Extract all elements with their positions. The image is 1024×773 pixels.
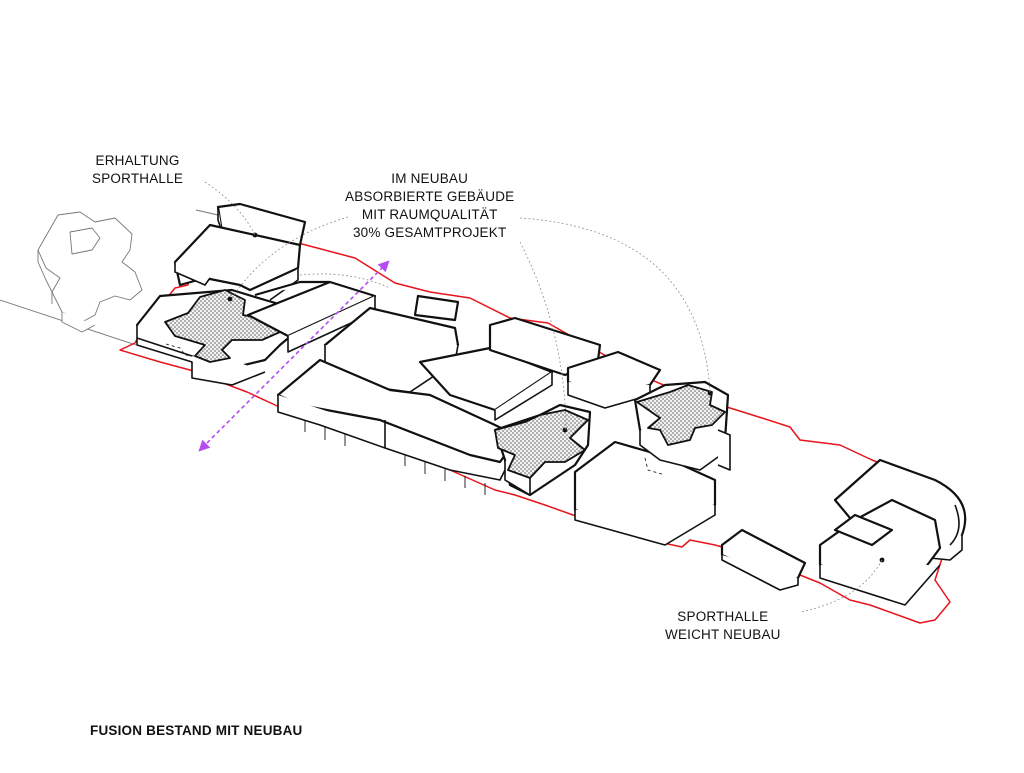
building-sporthalle-right [818,458,967,606]
ghost-building-left [37,211,143,333]
leader-bar-ghost [299,273,391,289]
columns-main [304,420,486,495]
dotted-cross-center [494,409,589,479]
building-right-cluster [566,350,717,546]
label-sporthalle-weicht: SPORTHALLE WEICHT NEUBAU [665,608,781,644]
building-small-slab [720,528,807,591]
label-erhaltung-line-1: ERHALTUNG [95,153,180,168]
label-neubau-line-1: IM NEUBAU [391,171,469,186]
label-sporthalle-line-2: WEICHT NEUBAU [665,627,781,642]
diagram-caption: FUSION BESTAND MIT NEUBAU [90,723,303,738]
label-neubau-line-2: ABSORBIERTE GEBÄUDE [345,189,515,204]
label-neubau-line-3: MIT RAUMQUALITÄT [361,207,498,222]
building-central [418,316,602,421]
dotted-cross-right [636,384,726,446]
building-middle [323,294,460,393]
leader-erhaltung [204,181,256,236]
leader-sporthalle [799,559,883,613]
label-sporthalle-line-1: SPORTHALLE [677,609,769,624]
leader-neubau-left [231,216,349,299]
marker-dot-erhaltung [252,232,258,238]
label-erhaltung-sporthalle: ERHALTUNG SPORTHALLE [92,152,183,188]
building-right-cross [633,380,731,471]
label-neubau-line-4: 30% GESAMTPROJEKT [352,225,507,240]
leader-neubau-middle [519,241,567,431]
label-im-neubau: IM NEUBAU ABSORBIERTE GEBÄUDE MIT RAUMQU… [345,170,514,242]
axis-arrow [198,260,390,452]
building-center-cross [493,403,592,497]
label-erhaltung-line-2: SPORTHALLE [92,171,184,186]
